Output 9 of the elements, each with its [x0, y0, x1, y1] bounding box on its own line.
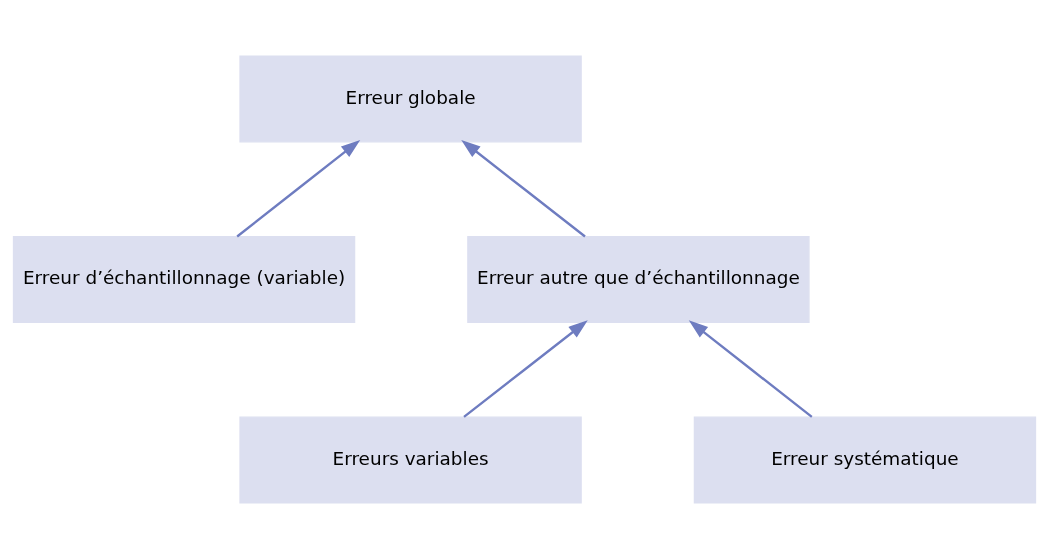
arrow — [236, 139, 361, 238]
node-box: Erreur d’échantillonnage (variable) — [12, 236, 356, 323]
node-box: Erreurs variables — [239, 416, 582, 504]
arrow — [463, 320, 588, 418]
arrow — [688, 320, 813, 418]
node-box: Erreur globale — [239, 55, 582, 143]
node-box: Erreur autre que d’échantillonnage — [467, 236, 810, 323]
arrow — [461, 139, 586, 238]
node-box: Erreur systématique — [693, 416, 1037, 504]
